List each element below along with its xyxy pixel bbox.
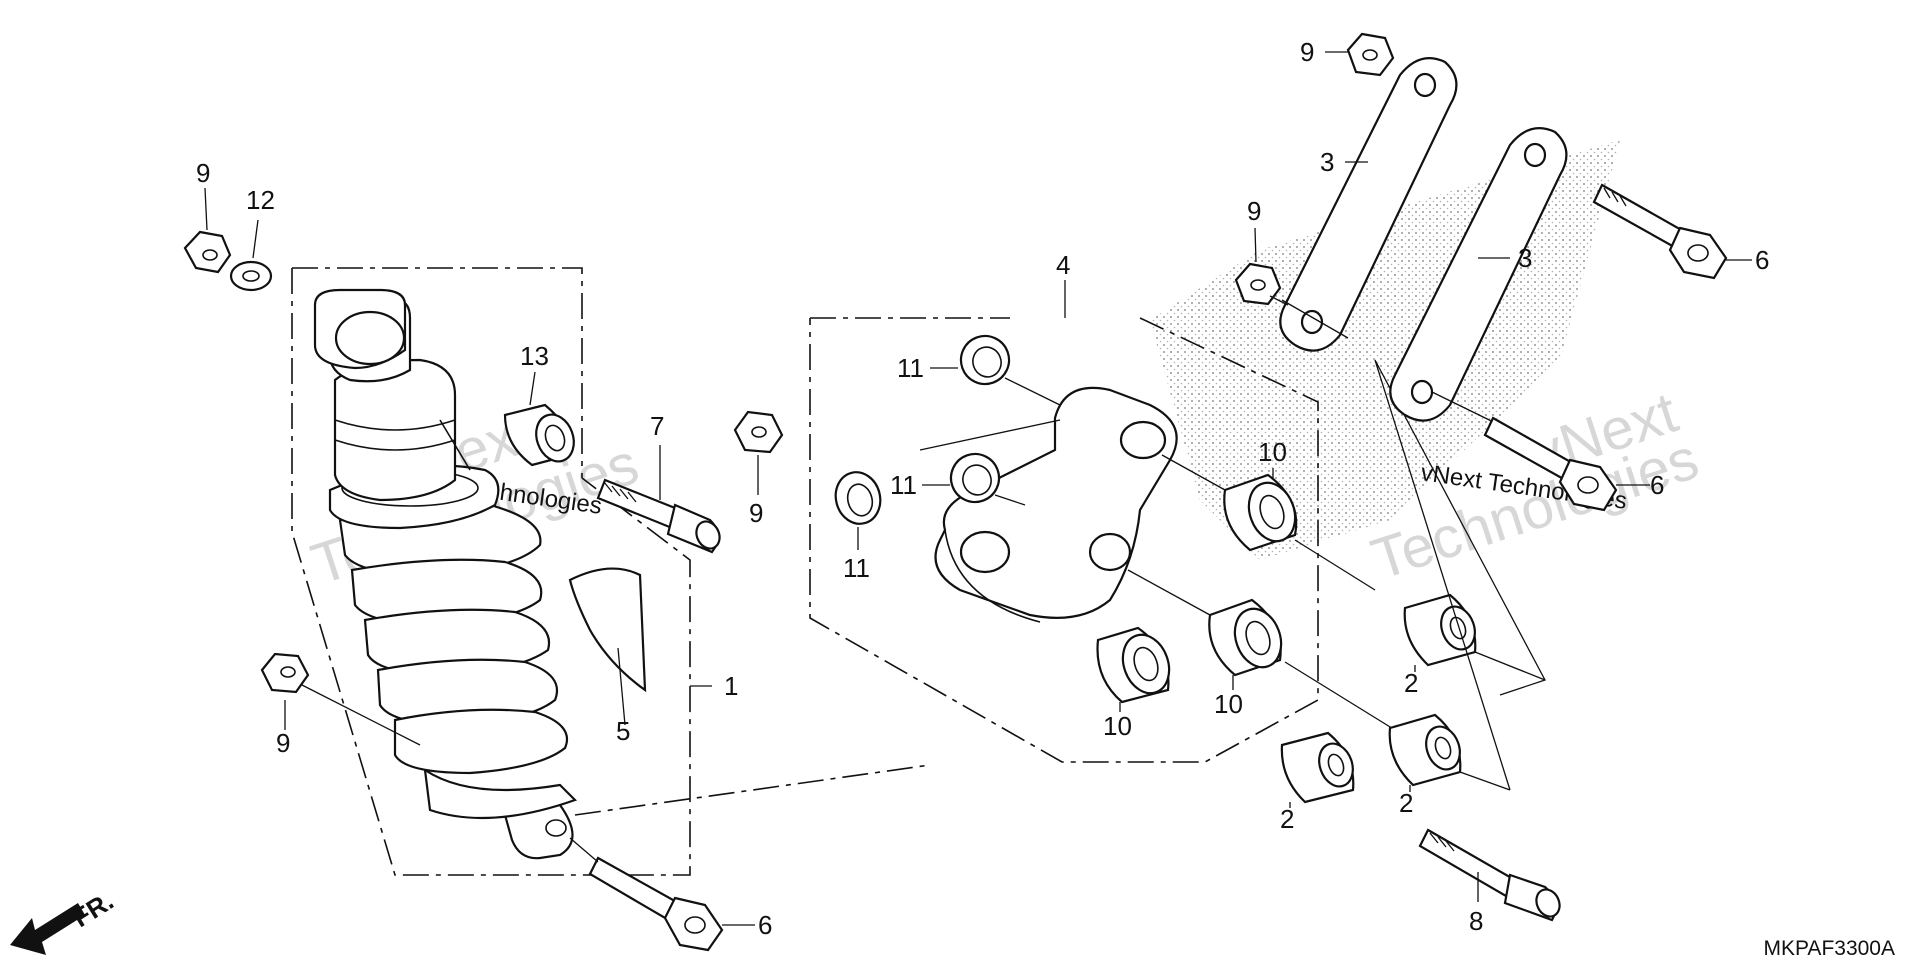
callout-4: 4 — [1056, 250, 1070, 280]
callout-7: 7 — [650, 411, 664, 441]
callout-10a: 10 — [1258, 437, 1287, 467]
callout-10b: 10 — [1214, 689, 1243, 719]
callout-6b: 6 — [1755, 245, 1769, 275]
diagram-code: MKPAF3300A — [1763, 937, 1895, 960]
callout-10c: 10 — [1103, 711, 1132, 741]
callout-2c: 2 — [1280, 804, 1294, 834]
callout-8: 8 — [1469, 906, 1483, 936]
shock-to-arm-link — [574, 764, 931, 816]
spring-coils — [338, 502, 568, 775]
dust-seal-11-top — [930, 334, 1061, 406]
nut-9-middle — [733, 410, 784, 495]
nut-9-link — [1234, 227, 1289, 306]
collar-2-middle — [1388, 713, 1462, 792]
bolt-6-bottom-left — [569, 837, 755, 952]
callout-11b: 11 — [890, 470, 917, 500]
dust-seal-11-middle — [922, 452, 1026, 506]
nut-9-top-left — [183, 187, 232, 274]
bolt-7 — [596, 445, 721, 554]
callout-3a: 3 — [1320, 147, 1334, 177]
dust-seal-11-left — [834, 471, 882, 550]
callout-11c: 11 — [843, 553, 870, 583]
bolt-8 — [1418, 828, 1561, 922]
nut-9-top — [1325, 32, 1395, 77]
rear-shock-absorber — [313, 288, 578, 860]
washer-12 — [229, 219, 273, 292]
callout-9d: 9 — [1247, 196, 1261, 226]
cushion-arm — [934, 386, 1178, 623]
collar-bracket-lines — [1374, 359, 1546, 791]
callout-2b: 2 — [1399, 788, 1413, 818]
collar-2-bottom — [1280, 731, 1355, 808]
bolt-6-middle-right — [1483, 416, 1650, 512]
front-direction-marker: FR. — [10, 885, 119, 955]
callout-6a: 6 — [758, 910, 772, 940]
needle-bearing-10-bottom — [1096, 626, 1171, 712]
callout-5: 5 — [616, 716, 630, 746]
cushion-arm-boundary — [809, 317, 1319, 763]
link-plate-3-right — [1389, 127, 1568, 422]
shock-assembly-boundary — [291, 267, 691, 876]
callout-9b: 9 — [276, 728, 290, 758]
front-arrow-icon — [10, 903, 85, 955]
callout-11a: 11 — [897, 353, 924, 383]
callout-2a: 2 — [1404, 668, 1418, 698]
seal-leader-bracket — [919, 419, 1061, 451]
callout-9a: 9 — [196, 158, 210, 188]
protector-5 — [568, 567, 647, 726]
callout-9c: 9 — [749, 498, 763, 528]
nut-9-lower-left — [260, 652, 421, 746]
callout-9e: 9 — [1300, 37, 1314, 67]
callouts: 1 2 2 2 3 3 4 5 6 6 6 7 8 9 9 9 9 9 10 1… — [196, 37, 1769, 940]
callout-6c: 6 — [1650, 470, 1664, 500]
collar-13 — [503, 371, 575, 467]
callout-13: 13 — [520, 341, 549, 371]
callout-3b: 3 — [1518, 243, 1532, 273]
front-marker-label: FR. — [67, 885, 118, 933]
callout-12: 12 — [246, 185, 275, 215]
link-plate-3-left — [1279, 57, 1458, 352]
callout-1: 1 — [724, 671, 738, 701]
needle-bearing-10-middle — [1127, 569, 1396, 731]
bolt-6-top-right — [1592, 183, 1752, 280]
needle-bearing-10-top — [1161, 454, 1376, 591]
